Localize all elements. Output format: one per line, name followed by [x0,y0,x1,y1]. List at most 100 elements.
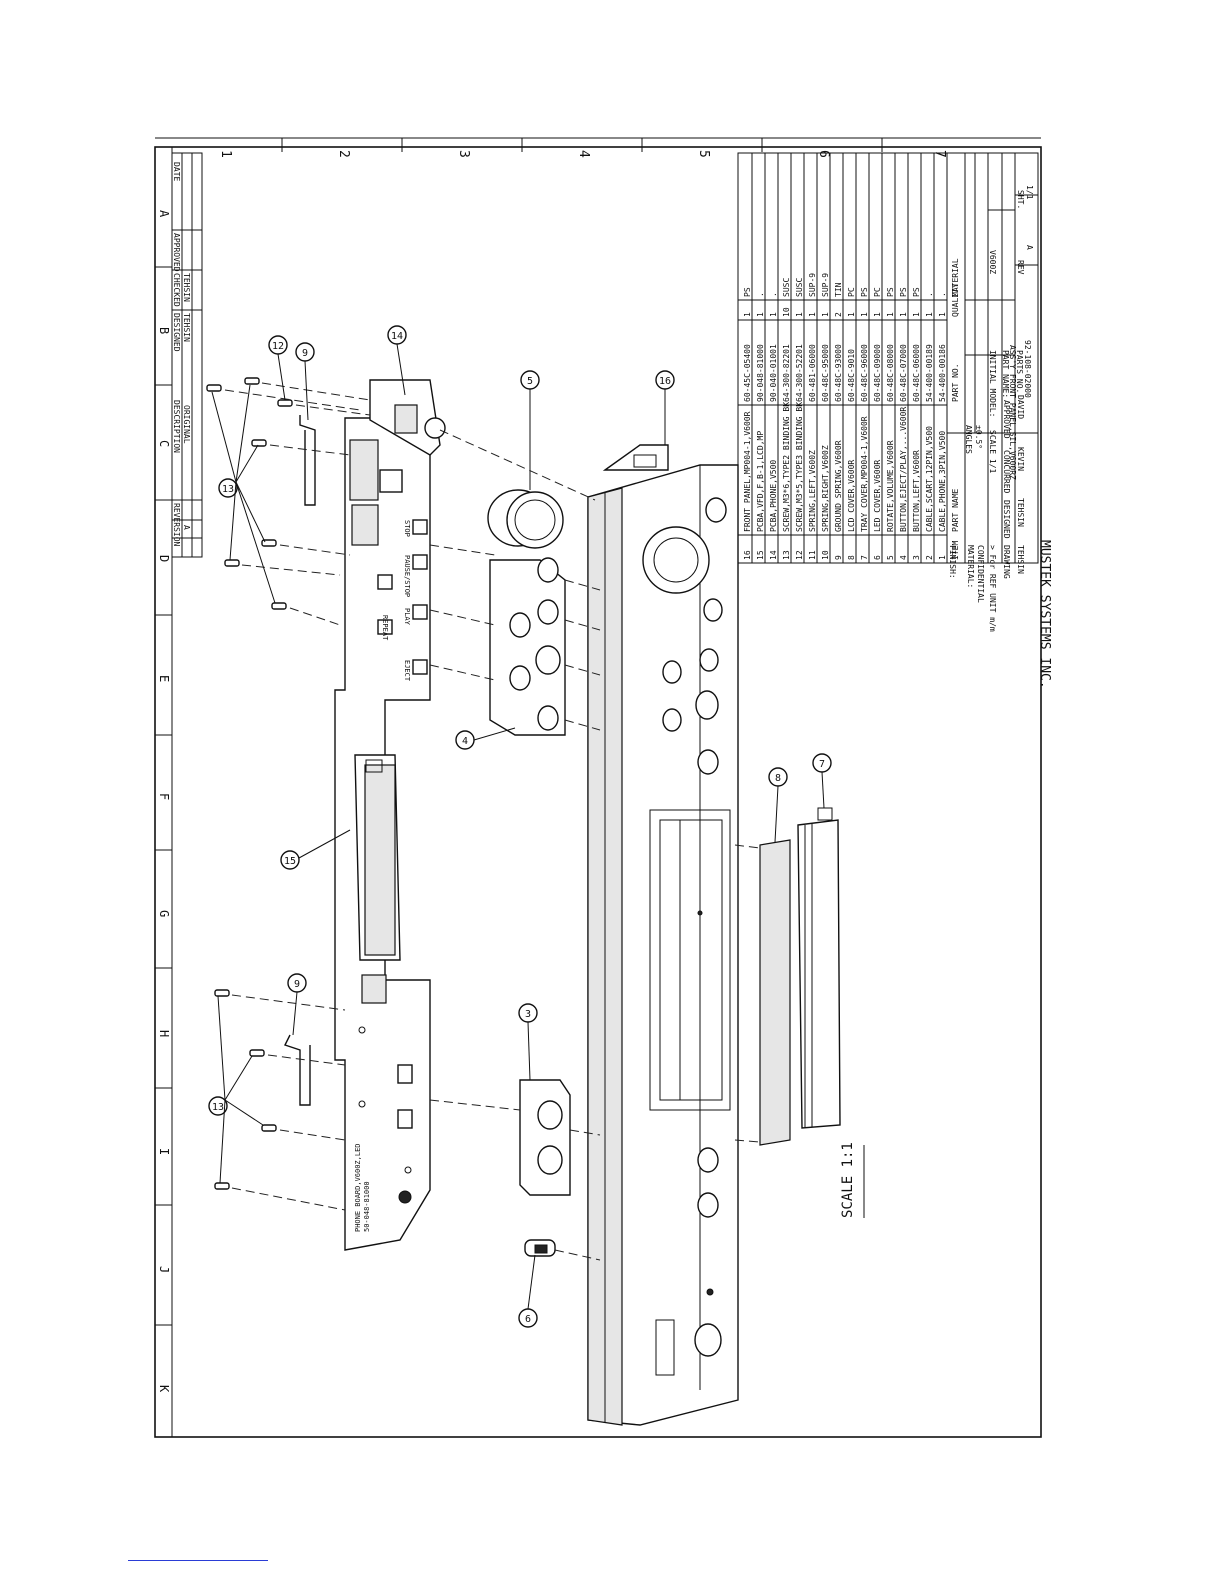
parts-cell-name: PCBA,VFD,F,B-1,LCD,MP [756,431,765,532]
tb-drawing: TEHSIN [1016,545,1025,574]
tb-scale: SCALE 1/1 [988,430,997,474]
zone-k: K [157,1385,171,1393]
scale-note: SCALE 1:1 [840,1142,856,1218]
tb-designed: TEHSIN [1016,498,1025,527]
ground-spring-bottom [284,1034,311,1106]
parts-cell-part-no: 60-48C-93000 [834,344,843,402]
tb-approved: DAVID [1016,395,1025,419]
parts-cell-mat: SUSC [782,278,791,297]
parts-cell-name: SCREW,M3*6,TYPE2 BINDING BK [782,402,791,532]
svg-text:15: 15 [284,856,296,867]
parts-cell-mat: PS [860,287,869,297]
parts-cell-qty: 1 [899,312,908,317]
parts-cell-part-no: 60-48C-07000 [899,344,908,402]
button-left [519,1079,571,1196]
parts-cell-mat: PS [899,287,908,297]
svg-text:9: 9 [294,979,300,990]
title-block: FINISH: MATERIAL: CONFIDENTIAL > For REF… [946,152,1052,689]
parts-cell-part-no: 90-040-01001 [769,344,778,402]
rev-desc-header: DESCRIPTION [172,400,181,453]
pcb-board-2: 50-048-81000 [363,1181,371,1232]
parts-cell-name: CABLE,PHONE,3PIN,V500 [938,431,947,532]
parts-cell-item: 3 [912,555,921,560]
phone-pcba [369,379,446,456]
parts-cell-item: 15 [756,550,765,560]
parts-cell-part-no: 60-48C-96000 [860,344,869,402]
zone-h: H [157,1030,171,1037]
balloon-9a: 9 [295,342,315,421]
tb-approved-label: APPROVED [1002,400,1011,439]
parts-cell-part-no: 64-300-52201 [795,344,804,402]
svg-text:16: 16 [659,376,671,387]
tb-finish: FINISH: [948,545,957,579]
parts-cell-item: 11 [808,550,817,560]
button-frame [489,557,566,736]
parts-cell-mat: TIN [834,282,843,297]
balloon-4: 4 [455,727,516,750]
balloon-9b: 9 [287,973,307,1036]
svg-text:7: 7 [819,759,825,770]
screws [206,377,293,1190]
rev-a: A [182,525,191,530]
zone-i: I [157,1148,171,1155]
rev-rev-header: REVERSION [172,503,181,547]
zone-g: G [157,910,171,917]
parts-header-item: ITEM [951,541,960,560]
parts-cell-item: 14 [769,550,778,560]
tb-part-name: ASS'Y FRONT PANEL,SIL,V600RZ [1008,345,1017,480]
rev-checked-header: CHECKED [172,273,181,307]
parts-header-name: PART NAME [951,488,960,532]
revision-block: DATE APPROVED CHECKED DESIGNED DESCRIPTI… [171,152,203,558]
volume-knob [487,489,564,549]
parts-cell-item: 7 [860,555,869,560]
parts-cell-name: FRONT PANEL,MP004-1,V600R [743,411,752,532]
parts-cell-qty: 1 [873,312,882,317]
rev-checked-value: TEHSIN [182,273,191,302]
front-panel [587,444,739,1426]
balloon-16: 16 [655,370,675,445]
parts-cell-name: GROUND SPRING,V600R [834,440,843,532]
parts-cell-qty: 1 [847,312,856,317]
parts-cell-item: 10 [821,550,830,560]
parts-cell-mat: SUSC [795,278,804,297]
tb-confidential: CONFIDENTIAL [976,545,985,603]
parts-cell-name: TRAY COVER,MP004-1,V600R [860,416,869,532]
pcb-eject: EJECT [403,660,411,682]
zone-3: 3 [456,150,471,158]
zone-letters: A B C D E F G H I J K [155,210,172,1393]
parts-cell-item: 6 [873,555,882,560]
parts-cell-mat: SUP-9 [821,273,830,297]
zone-2: 2 [336,150,351,158]
svg-text:5: 5 [527,376,533,387]
parts-cell-qty: 2 [834,312,843,317]
parts-cell-part-no: 60-45C-05400 [743,344,752,402]
parts-cell-item: 2 [925,555,934,560]
parts-cell-part-no: 60-48C-06000 [912,344,921,402]
balloons: 12 9 14 13 5 16 4 15 8 7 9 13 3 6 [208,325,832,1328]
tb-sht-label: SHT. [1016,190,1025,209]
balloon-3: 3 [518,1003,538,1081]
zone-c: C [157,440,171,447]
balloon-6: 6 [518,1254,538,1328]
parts-cell-name: PCBA,PHONE,V500 [769,460,778,532]
parts-header-qty: QUALITY [951,283,960,317]
parts-cell-item: 1 [938,555,947,560]
parts-cell-item: 12 [795,550,804,560]
svg-text:12: 12 [272,341,284,352]
balloon-13b: 13 [208,995,264,1184]
parts-cell-mat: . [756,292,765,297]
parts-cell-name: LCD COVER,V600R [847,460,856,532]
zone-b: B [157,327,171,334]
parts-cell-mat: PS [886,287,895,297]
svg-text:4: 4 [462,736,468,747]
balloon-15: 15 [280,829,351,870]
ground-spring-top [299,415,316,506]
tb-drawing-label: DRAWING [1002,545,1011,579]
tray-cover [797,807,841,1129]
parts-cell-qty: 1 [886,312,895,317]
zone-j: J [157,1266,171,1273]
tb-initial-model: V600Z [988,250,997,274]
parts-cell-part-no: 54-400-00189 [925,344,934,402]
svg-text:6: 6 [525,1314,531,1325]
